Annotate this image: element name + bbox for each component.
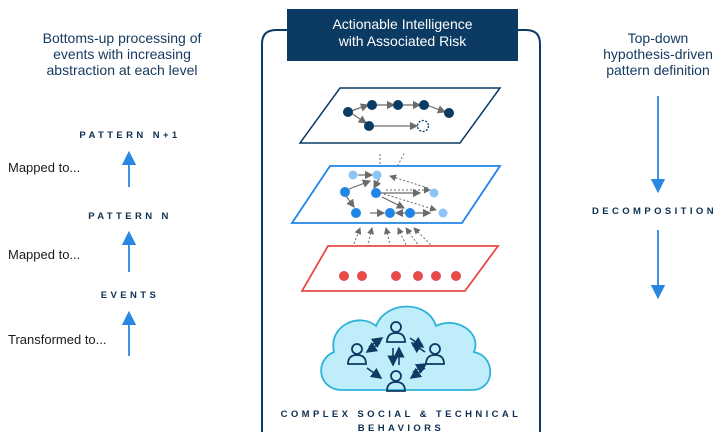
right-heading-line: pattern definition (606, 62, 710, 78)
banner-line: Actionable Intelligence (332, 16, 473, 32)
footer-line: BEHAVIORS (357, 423, 445, 434)
actionable-intelligence-banner: Actionable Intelligence with Associated … (287, 9, 518, 61)
banner-line: with Associated Risk (338, 33, 467, 49)
mapped-to-label-1: Mapped to... (8, 160, 81, 175)
right-heading-line: Top-down (627, 30, 689, 46)
decomposition-label: DECOMPOSITION (592, 206, 717, 217)
transformed-to-label: Transformed to... (8, 332, 107, 347)
interaction-arrows (365, 336, 428, 379)
person-icon (386, 321, 406, 343)
complex-behaviors-label: COMPLEX SOCIAL & TECHNICAL BEHAVIORS (262, 408, 540, 436)
person-icon (347, 343, 367, 365)
left-heading: Bottoms-up processing of events with inc… (20, 30, 224, 78)
footer-line: COMPLEX SOCIAL & TECHNICAL (280, 409, 522, 420)
central-frame (513, 29, 541, 432)
left-heading-line: events with increasing (53, 46, 191, 62)
left-heading-line: Bottoms-up processing of (42, 30, 202, 46)
level-pattern-n: PATTERN N (88, 211, 172, 222)
person-icon (425, 343, 445, 365)
middle-pattern-plane (290, 165, 502, 224)
top-pattern-plane (298, 87, 502, 144)
level-events: EVENTS (100, 290, 160, 301)
left-heading-line: abstraction at each level (46, 62, 198, 78)
right-heading-line: hypothesis-driven (603, 46, 713, 62)
cloud-icon (320, 305, 492, 391)
central-frame (261, 29, 288, 432)
person-icon (386, 370, 406, 392)
events-plane (300, 245, 500, 292)
mapped-to-label-2: Mapped to... (8, 247, 81, 262)
level-pattern-n-plus-1: PATTERN N+1 (79, 130, 181, 141)
right-heading: Top-down hypothesis-driven pattern defin… (578, 30, 722, 78)
